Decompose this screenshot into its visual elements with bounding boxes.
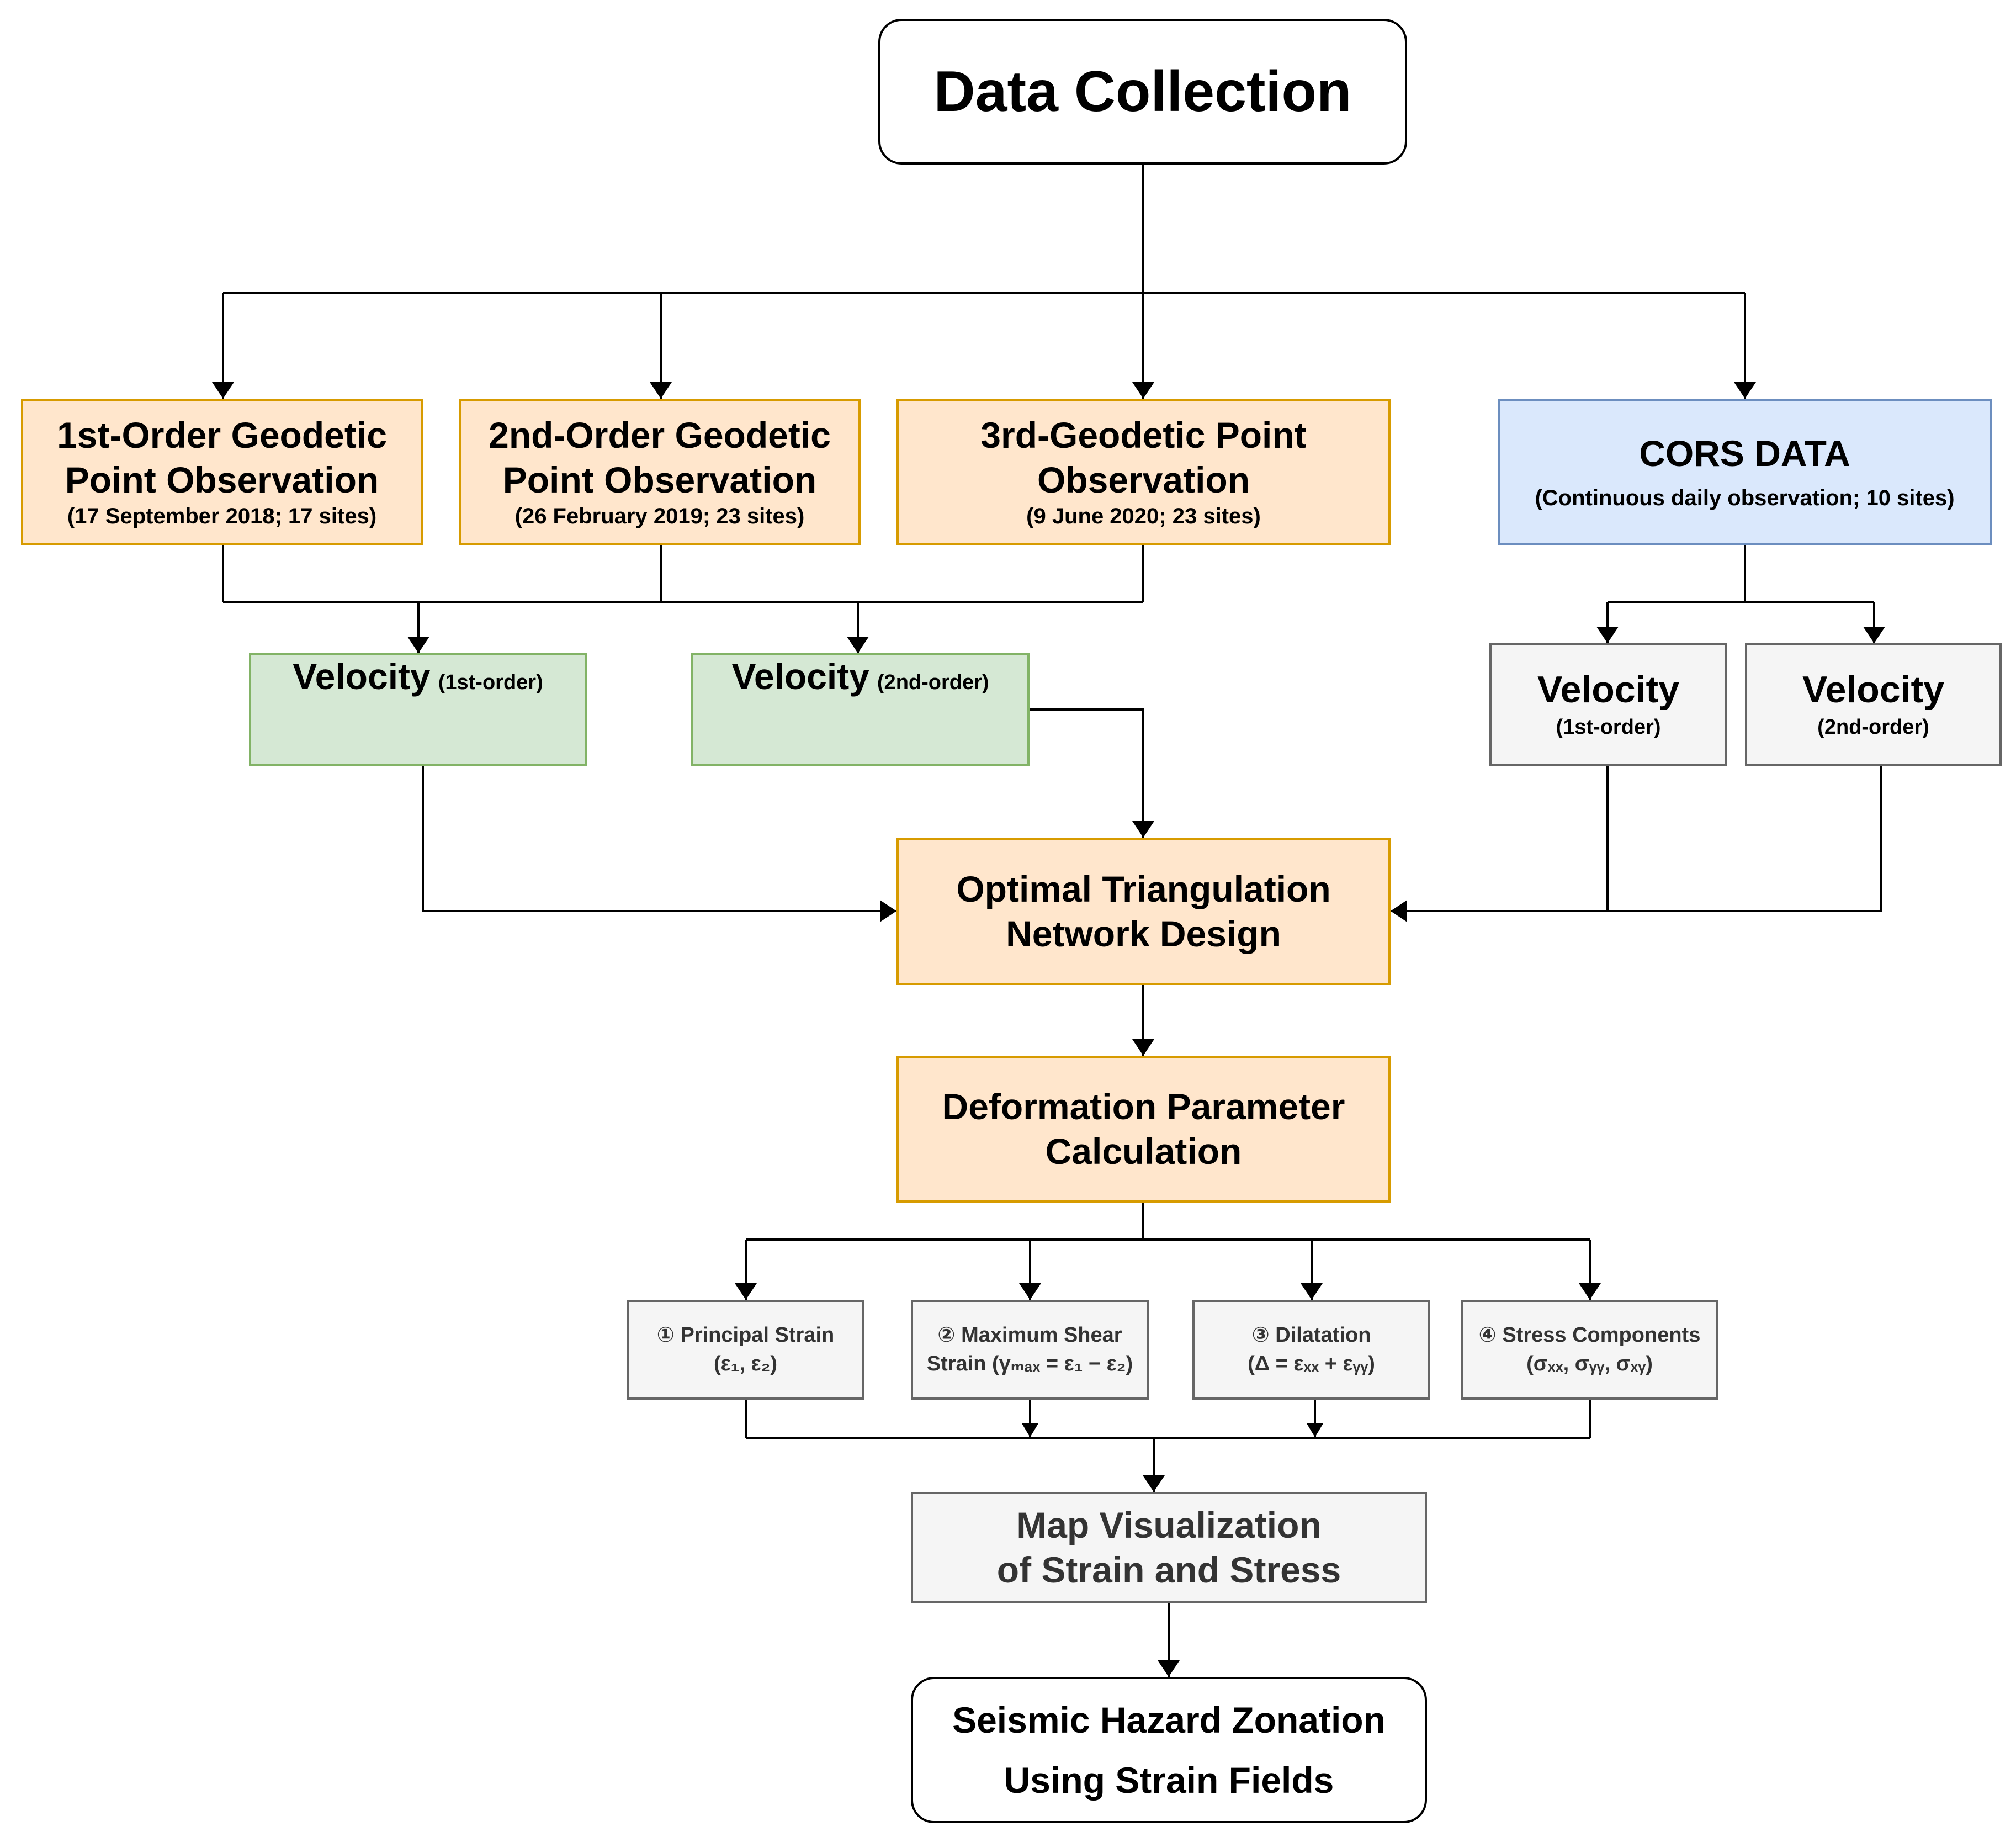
arrowhead-triangulation-right xyxy=(1391,900,1407,922)
first-order-observation-title-line1: 1st-Order Geodetic xyxy=(57,414,387,456)
arrowhead-obs2 xyxy=(650,382,672,399)
edge-velocity-2-to-triangulation xyxy=(1030,708,1144,838)
arrowhead-deformation xyxy=(1132,1039,1154,1056)
third-order-observation-detail: (9 June 2020; 23 sites) xyxy=(1026,504,1261,529)
velocity-second-order-title: Velocity xyxy=(731,656,869,697)
cors-velocity-second-order-title: Velocity xyxy=(1802,669,1945,711)
arrowhead-dilatation xyxy=(1301,1283,1323,1300)
arrowhead-triangulation-top xyxy=(1132,821,1154,838)
dilatation-formula: (Δ = εₓₓ + εᵧᵧ) xyxy=(1248,1352,1375,1375)
maximum-shear-formula: Strain (γₘₐₓ = ε₁ − ε₂) xyxy=(926,1352,1133,1375)
second-order-observation-detail: (26 February 2019; 23 sites) xyxy=(514,504,805,529)
map-visualization-node: Map Visualization of Strain and Stress xyxy=(911,1492,1427,1603)
second-order-observation-title-line1: 2nd-Order Geodetic xyxy=(489,414,831,456)
arrowhead-max-shear-down xyxy=(1022,1423,1038,1437)
third-order-observation-title-line2: Observation xyxy=(1037,459,1250,500)
arrowhead-dilatation-down xyxy=(1307,1423,1323,1437)
first-order-observation-detail: (17 September 2018; 17 sites) xyxy=(67,504,377,529)
second-order-observation-node: 2nd-Order Geodetic Point Observation (26… xyxy=(459,399,861,545)
triangulation-network-node: Optimal Triangulation Network Design xyxy=(896,838,1391,985)
first-order-observation-node: 1st-Order Geodetic Point Observation (17… xyxy=(21,399,423,545)
cors-velocity-second-order-node: Velocity (2nd-order) xyxy=(1745,643,2002,766)
stress-components-node: ④ Stress Components (σₓₓ, σᵧᵧ, σₓᵧ) xyxy=(1461,1300,1718,1400)
velocity-second-order-node: Velocity (2nd-order) xyxy=(691,653,1030,766)
triangulation-title-line2: Network Design xyxy=(1006,913,1281,954)
velocity-first-order-title: Velocity xyxy=(293,656,431,697)
data-collection-title: Data Collection xyxy=(933,59,1352,124)
seismic-hazard-title-line2: Using Strain Fields xyxy=(1004,1759,1334,1801)
data-collection-node: Data Collection xyxy=(878,19,1407,165)
arrowhead-velocity-1 xyxy=(407,637,429,653)
arrowhead-triangulation-left xyxy=(880,900,896,922)
map-visualization-title-line1: Map Visualization xyxy=(1016,1505,1322,1546)
velocity-second-order-qualifier: (2nd-order) xyxy=(877,671,989,694)
arrowhead-obs3 xyxy=(1132,382,1154,399)
arrowhead-cors-velocity-1 xyxy=(1596,627,1619,643)
dilatation-label: ③ Dilatation xyxy=(1251,1324,1371,1347)
edge-velocity-1-to-triangulation xyxy=(422,766,896,912)
seismic-hazard-title-line1: Seismic Hazard Zonation xyxy=(952,1699,1386,1740)
third-order-observation-node: 3rd-Geodetic Point Observation (9 June 2… xyxy=(896,399,1391,545)
arrowhead-seismic xyxy=(1158,1660,1180,1677)
arrowhead-stress xyxy=(1579,1283,1601,1300)
triangulation-title-line1: Optimal Triangulation xyxy=(956,868,1331,909)
velocity-first-order-node: Velocity (1st-order) xyxy=(249,653,587,766)
dilatation-node: ③ Dilatation (Δ = εₓₓ + εᵧᵧ) xyxy=(1192,1300,1430,1400)
arrowhead-principal-strain xyxy=(735,1283,757,1300)
maximum-shear-strain-node: ② Maximum Shear Strain (γₘₐₓ = ε₁ − ε₂) xyxy=(911,1300,1149,1400)
arrowhead-velocity-2 xyxy=(847,637,869,653)
principal-strain-label: ① Principal Strain xyxy=(656,1324,835,1347)
edge-cors-velocities-to-triangulation xyxy=(1391,766,1882,912)
principal-strain-formula: (ε₁, ε₂) xyxy=(713,1352,778,1375)
cors-velocity-second-order-qualifier: (2nd-order) xyxy=(1817,715,1929,739)
second-order-observation-title-line2: Point Observation xyxy=(502,459,817,500)
velocity-first-order-qualifier: (1st-order) xyxy=(438,671,543,694)
arrowhead-obs1 xyxy=(212,382,234,399)
first-order-observation-title-line2: Point Observation xyxy=(65,459,379,500)
third-order-observation-title-line1: 3rd-Geodetic Point xyxy=(980,414,1307,456)
stress-components-label: ④ Stress Components xyxy=(1478,1324,1701,1347)
cors-data-detail: (Continuous daily observation; 10 sites) xyxy=(1535,485,1955,510)
seismic-hazard-node: Seismic Hazard Zonation Using Strain Fie… xyxy=(911,1677,1427,1823)
deformation-parameter-node: Deformation Parameter Calculation xyxy=(896,1056,1391,1203)
stress-components-formula: (σₓₓ, σᵧᵧ, σₓᵧ) xyxy=(1526,1352,1653,1375)
maximum-shear-label: ② Maximum Shear xyxy=(937,1324,1122,1347)
arrowhead-cors xyxy=(1734,382,1756,399)
arrowhead-max-shear xyxy=(1019,1283,1041,1300)
principal-strain-node: ① Principal Strain (ε₁, ε₂) xyxy=(627,1300,864,1400)
deformation-title-line2: Calculation xyxy=(1045,1131,1242,1172)
cors-data-title: CORS DATA xyxy=(1639,433,1850,474)
cors-velocity-first-order-title: Velocity xyxy=(1537,669,1680,711)
deformation-title-line1: Deformation Parameter xyxy=(942,1086,1345,1127)
cors-data-node: CORS DATA (Continuous daily observation;… xyxy=(1498,399,1992,545)
arrowhead-cors-velocity-2 xyxy=(1863,627,1885,643)
arrowhead-map xyxy=(1143,1475,1165,1492)
map-visualization-title-line2: of Strain and Stress xyxy=(996,1549,1341,1590)
cors-velocity-first-order-node: Velocity (1st-order) xyxy=(1489,643,1727,766)
cors-velocity-first-order-qualifier: (1st-order) xyxy=(1556,715,1661,739)
